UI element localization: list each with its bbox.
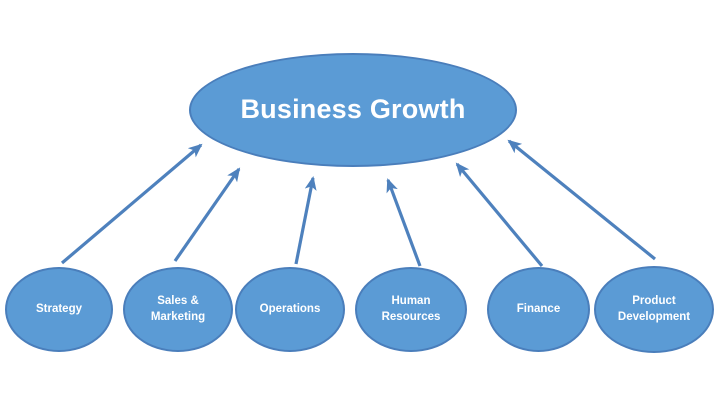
node-business-growth: Business Growth bbox=[189, 53, 517, 167]
node-human-resources-label: Human Resources bbox=[381, 294, 441, 323]
arrow-sales-marketing-to-business-growth bbox=[173, 167, 241, 262]
node-finance-label: Finance bbox=[516, 302, 561, 315]
arrow-product-development-to-business-growth bbox=[507, 139, 657, 261]
node-sales-marketing: Sales & Marketing bbox=[123, 267, 233, 352]
node-product-development: Product Development bbox=[594, 266, 714, 353]
node-operations: Operations bbox=[235, 267, 345, 352]
node-sales-marketing-label: Sales & Marketing bbox=[150, 294, 206, 323]
node-business-growth-label: Business Growth bbox=[240, 93, 466, 124]
arrow-human-resources-to-business-growth bbox=[386, 178, 422, 267]
arrow-finance-to-business-growth bbox=[455, 162, 544, 268]
node-human-resources: Human Resources bbox=[355, 267, 467, 352]
arrow-strategy-to-business-growth bbox=[60, 143, 203, 265]
node-strategy-label: Strategy bbox=[35, 302, 83, 315]
node-finance: Finance bbox=[487, 267, 590, 352]
arrow-operations-to-business-growth bbox=[294, 176, 317, 265]
node-operations-label: Operations bbox=[259, 302, 321, 315]
node-strategy: Strategy bbox=[5, 267, 113, 352]
node-product-development-label: Product Development bbox=[617, 294, 691, 323]
